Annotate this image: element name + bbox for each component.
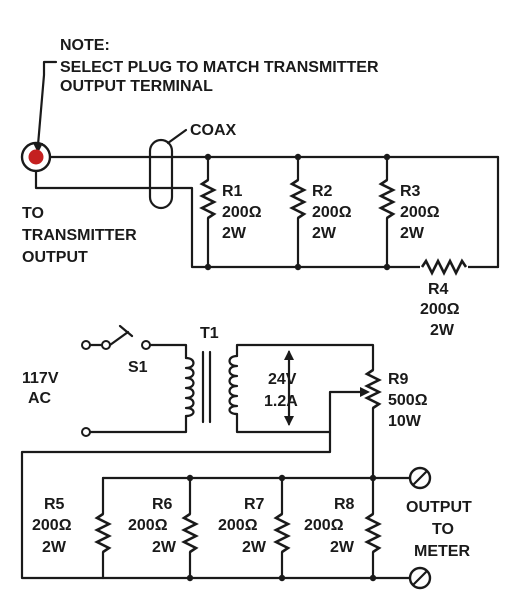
coax-label: COAX (190, 122, 237, 139)
output-label-line-3: METER (414, 543, 470, 560)
resistor-r4 (420, 155, 500, 276)
r2-name: R2 (312, 183, 333, 200)
resistor-r8 (364, 474, 382, 582)
secondary-top-wire (235, 343, 375, 372)
r1-power: 2W (222, 225, 247, 242)
resistor-r2 (289, 153, 307, 271)
note-line-2: OUTPUT TERMINAL (60, 78, 213, 95)
t1-label: T1 (200, 325, 219, 342)
r1-value: 200Ω (222, 204, 262, 221)
resistor-r6 (181, 474, 199, 582)
r7-value: 200Ω (218, 517, 258, 534)
secondary-current: 1.2A (264, 393, 298, 410)
resistor-r3 (378, 153, 396, 271)
r5-power: 2W (42, 539, 67, 556)
input-label-line-3: OUTPUT (22, 249, 88, 266)
switch-s1 (81, 324, 151, 350)
r6-name: R6 (152, 496, 173, 513)
output-label-line-1: OUTPUT (406, 499, 472, 516)
rheostat-r9 (328, 368, 382, 480)
voltage-indicator-arrow (284, 350, 294, 426)
resistor-r1 (199, 153, 217, 271)
r1-name: R1 (222, 183, 243, 200)
r2-power: 2W (312, 225, 337, 242)
mains-label-line-1: 117V (22, 370, 59, 387)
r8-name: R8 (334, 496, 355, 513)
coax-leader-line (166, 128, 188, 145)
r4-value: 200Ω (420, 301, 460, 318)
output-label-line-2: TO (432, 521, 454, 538)
bottom-rail-wire (34, 170, 500, 269)
note-leader-line (36, 60, 58, 147)
secondary-bottom-wire (20, 412, 375, 580)
r3-power: 2W (400, 225, 425, 242)
secondary-voltage: 24V (268, 371, 297, 388)
r9-power: 10W (388, 413, 422, 430)
primary-top-wire (148, 343, 188, 360)
r5-name: R5 (44, 496, 65, 513)
r4-power: 2W (430, 322, 455, 339)
primary-bottom-wire (88, 414, 188, 434)
resistor-r5 (94, 476, 112, 580)
output-terminal-bottom (408, 566, 432, 590)
r3-value: 200Ω (400, 204, 440, 221)
s1-label: S1 (128, 359, 148, 376)
transformer-t1 (184, 350, 239, 424)
note-title: NOTE: (60, 37, 110, 54)
coax-shield-symbol (148, 138, 174, 210)
mains-terminal-lower (81, 427, 91, 437)
r8-value: 200Ω (304, 517, 344, 534)
r6-power: 2W (152, 539, 177, 556)
mains-label-line-2: AC (28, 390, 52, 407)
input-label-line-1: TO (22, 205, 44, 222)
r9-name: R9 (388, 371, 409, 388)
r7-name: R7 (244, 496, 265, 513)
r4-name: R4 (428, 281, 449, 298)
resistor-r7 (273, 474, 291, 582)
output-terminal-top (408, 466, 432, 490)
r3-name: R3 (400, 183, 421, 200)
r6-value: 200Ω (128, 517, 168, 534)
r5-value: 200Ω (32, 517, 72, 534)
note-arrowhead (33, 143, 43, 153)
note-line-1: SELECT PLUG TO MATCH TRANSMITTER (60, 59, 379, 76)
r2-value: 200Ω (312, 204, 352, 221)
r9-value: 500Ω (388, 392, 428, 409)
r7-power: 2W (242, 539, 267, 556)
r8-power: 2W (330, 539, 355, 556)
input-label-line-2: TRANSMITTER (22, 227, 137, 244)
